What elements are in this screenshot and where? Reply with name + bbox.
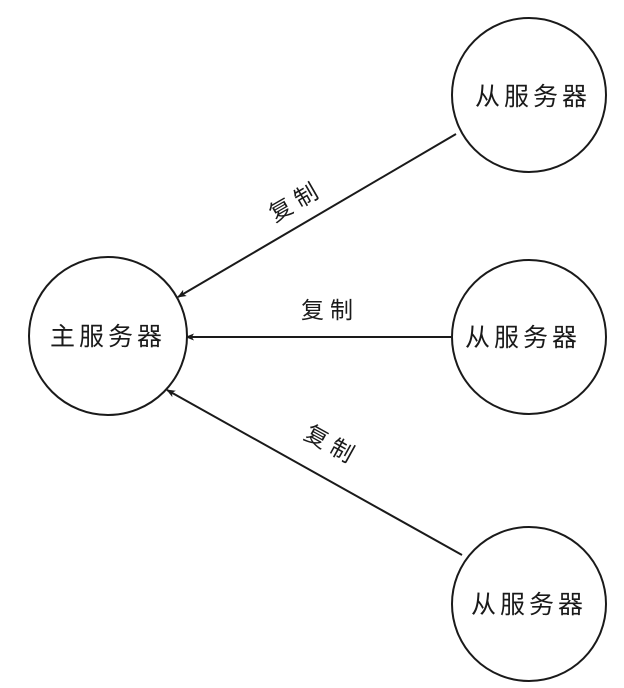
slave-server-node-2: 从服务器: [451, 259, 607, 415]
slave-server-circle-1: [451, 17, 607, 173]
master-server-label: 主服务器: [50, 322, 166, 351]
master-server-circle: [28, 256, 188, 416]
slave-server-label-3: 从服务器: [471, 590, 587, 619]
edge-label-2: 复制: [301, 298, 359, 324]
edge-replication-2: 复制: [185, 298, 451, 341]
edge-label-3: 复制: [300, 420, 363, 471]
slave-server-label-1: 从服务器: [475, 82, 591, 111]
slave-server-circle-2: [451, 259, 607, 415]
slave-server-circle-3: [451, 526, 607, 682]
edge-replication-3: 复制: [166, 389, 463, 556]
edge-arrow-1: [177, 133, 457, 298]
slave-server-node-3: 从服务器: [451, 526, 607, 682]
slave-server-label-2: 从服务器: [465, 323, 581, 352]
master-server-node: 主服务器: [28, 256, 188, 416]
edge-label-1: 复制: [265, 176, 328, 228]
slave-server-node-1: 从服务器: [451, 17, 607, 173]
edge-replication-1: 复制: [177, 133, 457, 298]
edge-arrow-3: [166, 389, 463, 556]
